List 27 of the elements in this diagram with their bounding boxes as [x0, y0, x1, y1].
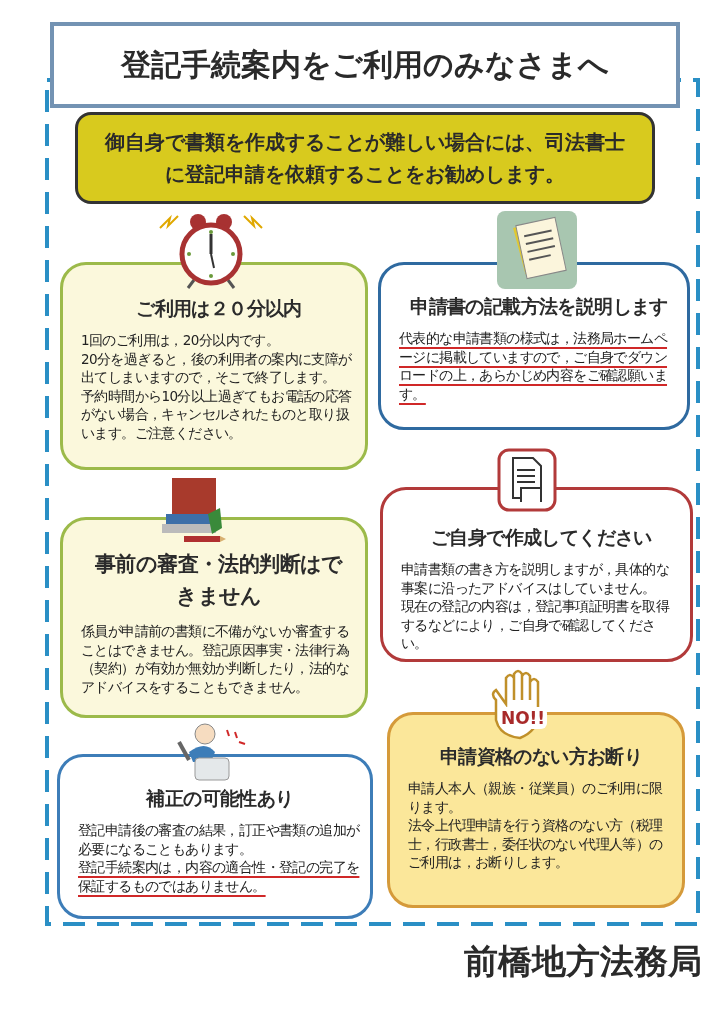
info-card [60, 517, 368, 718]
card-heading: 申請書の記載方法を説明します [409, 294, 669, 319]
info-card [378, 262, 690, 430]
warning-text: NO!! [499, 707, 547, 729]
info-card [57, 754, 373, 919]
card-text: 申請人本人（親族・従業員）のご利用に限ります。 [408, 779, 664, 816]
card-text: 代表的な申請書類の様式は，法務局ホームページに掲載していますので，ご自身でダウンロードの上，あらかじめ内容をご確認願います。 [399, 329, 669, 403]
card-text: 登記手続案内は，内容の適合性・登記の完了を保証するものではありません。 [78, 858, 361, 895]
card-text: 予約時間から10分以上過ぎてもお電話の応答がない場合，キャンセルされたものと取り扱います。ご注意ください。 [81, 386, 353, 442]
card-text: 1回のご利用は，20分以内です。 [81, 331, 281, 350]
card-text: 20分を過ぎると，後の利用者の案内に支障が出てしまいますので，そこで終了します。 [81, 349, 353, 387]
card-text: 申請書類の書き方を説明しますが，具体的な事案に沿ったアドバイスはしていません。 [401, 560, 670, 597]
info-card [380, 487, 693, 662]
card-heading: ご自身で作成してください [430, 525, 653, 550]
card-text: 登記申請後の審査の結果，訂正や書類の追加が必要になることもあります。 [78, 821, 361, 858]
card-text: 現在の登記の内容は，登記事項証明書を取得するなどにより，ご自身で確認してください。 [401, 597, 671, 653]
card-heading: 申請資格のない方お断り [438, 744, 644, 769]
info-card [60, 262, 368, 470]
card-heading: ご利用は２０分以内 [135, 296, 303, 321]
card-text: 係員が申請前の書類に不備がないか審査することはできません。登記原因事実・法律行為（契約）が有効か無効か判断したり，法的なアドバイスをすることもできません。 [81, 622, 350, 696]
card-heading: 事前の審査・法的判断はできません [94, 551, 344, 610]
title-banner: 登記手続案内をご利用のみなさまへ [50, 22, 680, 108]
info-card [387, 712, 685, 908]
card-text: 法令上代理申請を行う資格のない方（税理士，行政書士，委任状のない代理人等）のご利用は，お断りします。 [408, 816, 664, 872]
notice-banner: 御自身で書類を作成することが難しい場合には、司法書士に登記申請を依頼することをお勧めします。 [75, 112, 655, 204]
office-name: 前橋地方法務局 [464, 940, 702, 983]
card-heading: 補正の可能性あり [144, 786, 295, 811]
